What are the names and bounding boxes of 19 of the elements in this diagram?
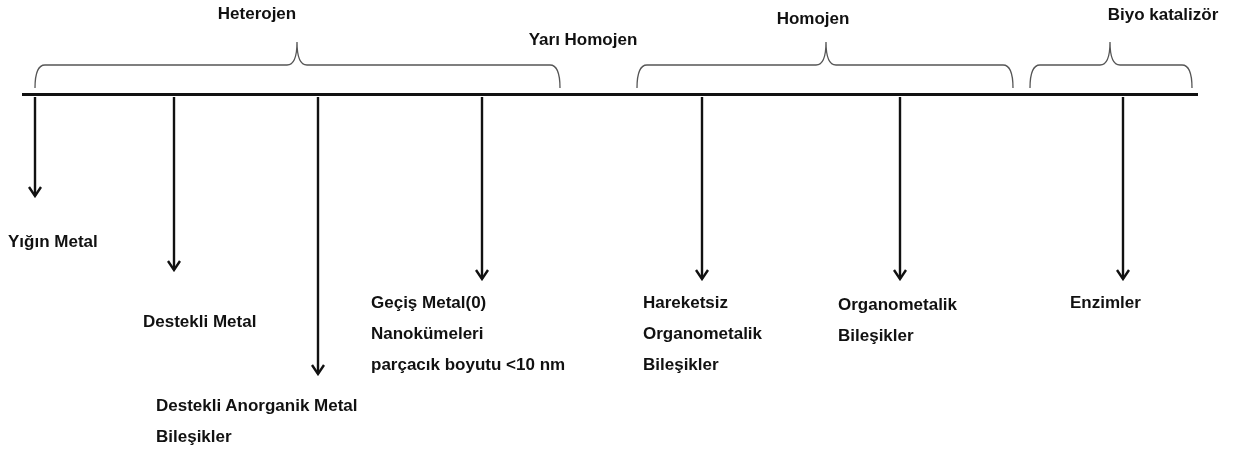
- catalyst-type-label: Enzimler: [1070, 292, 1142, 314]
- category-label: Heterojen: [217, 3, 297, 25]
- category-label: Homojen: [776, 8, 850, 30]
- catalyst-type-label: Organometalik Bileşikler: [838, 294, 959, 347]
- arrow: [892, 97, 908, 281]
- catalyst-type-label: Destekli Anorganik Metal Bileşikler: [156, 395, 359, 448]
- category-label: Biyo katalizör: [1107, 4, 1219, 26]
- arrow: [474, 97, 490, 281]
- catalyst-type-label: Hareketsiz Organometalik Bileşikler: [643, 292, 764, 376]
- category-label: Yarı Homojen: [528, 29, 638, 51]
- arrow: [1115, 97, 1131, 281]
- arrow: [310, 97, 326, 376]
- arrow: [166, 97, 182, 272]
- catalyst-type-label: Yığın Metal: [8, 231, 99, 253]
- arrow: [694, 97, 710, 281]
- catalyst-type-label: parçacık boyutu <10 nm: [371, 354, 567, 376]
- axis-line: [22, 93, 1198, 96]
- arrow: [27, 97, 43, 198]
- catalyst-type-label: Destekli Metal: [143, 311, 258, 333]
